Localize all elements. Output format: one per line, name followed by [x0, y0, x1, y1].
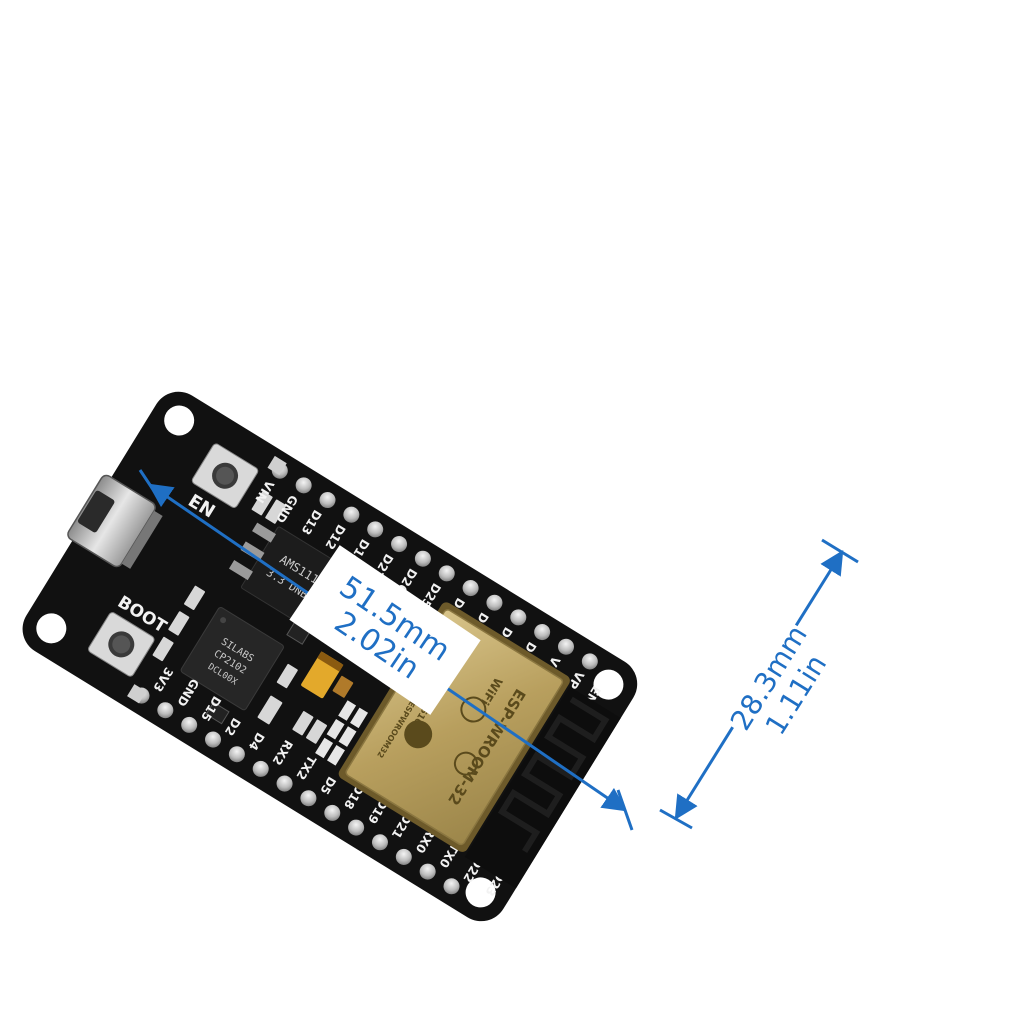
header-pin	[371, 834, 388, 851]
width-extension-top	[821, 538, 859, 564]
mounting-hole-bottom-right	[465, 877, 496, 908]
header-pin	[395, 848, 412, 865]
boot-button[interactable]	[87, 611, 155, 677]
header-pin	[348, 819, 365, 836]
mounting-hole-bottom-left	[36, 613, 67, 644]
header-pin	[443, 878, 460, 895]
width-extension-bottom	[659, 808, 693, 830]
mounting-hole-top-left	[164, 405, 195, 436]
width-dimension: 28.3mm 1.11in	[659, 538, 859, 830]
micro-usb-port[interactable]	[66, 473, 166, 574]
esp32-board: EN BOOT AMS1117 3.3 DNB11 SILABS CP2102 …	[22, 391, 638, 922]
header-pin	[419, 863, 436, 880]
